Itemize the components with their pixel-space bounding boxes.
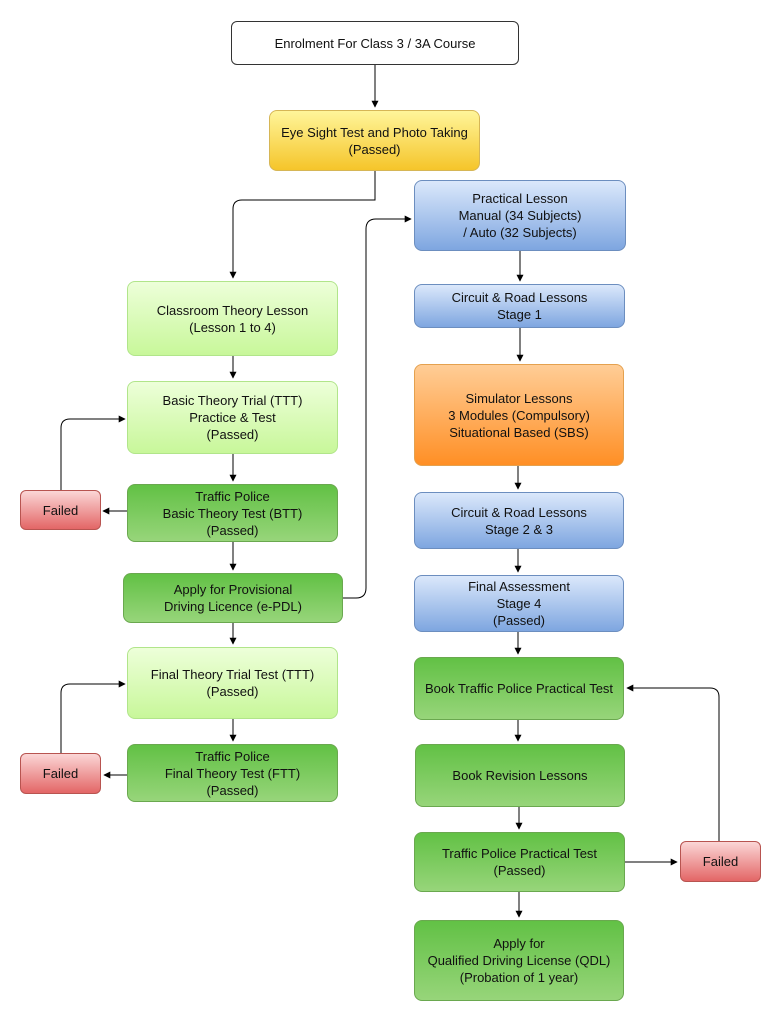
ftt-line-3: (Passed)	[206, 782, 259, 798]
node-practical-test-text: Traffic Police Practical Test (Passed)	[442, 845, 597, 879]
circuit-1-line-2: Stage 1	[497, 307, 542, 322]
node-final-theory-test-text: Traffic Police Final Theory Test (FTT) (…	[165, 748, 300, 799]
node-circuit-stage-1: Circuit & Road Lessons Stage 1	[414, 284, 625, 328]
node-book-practical-test-text: Book Traffic Police Practical Test	[425, 680, 613, 697]
final-assessment-line-2: Stage 4	[496, 596, 542, 611]
node-classroom-theory: Classroom Theory Lesson (Lesson 1 to 4)	[127, 281, 338, 356]
eye-test-line-2: (Passed)	[348, 141, 401, 157]
node-simulator-lessons-text: Simulator Lessons 3 Modules (Compulsory)…	[448, 390, 590, 441]
node-basic-theory-trial-text: Basic Theory Trial (TTT) Practice & Test…	[163, 392, 303, 443]
node-book-practical-test: Book Traffic Police Practical Test	[414, 657, 624, 720]
node-eye-test-text: Eye Sight Test and Photo Taking (Passed)	[281, 124, 468, 158]
node-final-theory-trial: Final Theory Trial Test (TTT) (Passed)	[127, 647, 338, 719]
circuit-1-line-1: Circuit & Road Lessons	[451, 290, 588, 305]
classroom-line-1: Classroom Theory Lesson	[156, 302, 309, 318]
practical-line-1: Practical Lesson	[472, 191, 568, 206]
book-test-line-1: Book Traffic Police Practical Test	[424, 681, 614, 696]
classroom-line-2: (Lesson 1 to 4)	[189, 319, 276, 335]
node-provisional-licence: Apply for Provisional Driving Licence (e…	[123, 573, 343, 623]
node-classroom-theory-text: Classroom Theory Lesson (Lesson 1 to 4)	[157, 302, 309, 336]
qdl-line-2: Qualified Driving License (QDL)	[427, 953, 611, 968]
btt-line-1: Traffic Police	[195, 488, 270, 504]
practical-test-line-1: Traffic Police Practical Test	[441, 846, 598, 861]
btt-line-2: Basic Theory Test (BTT)	[162, 505, 303, 521]
ftt-line-2: Final Theory Test (FTT)	[164, 765, 301, 781]
node-failed-practical-text: Failed	[703, 853, 738, 870]
final-assessment-line-1: Final Assessment	[468, 579, 570, 594]
enrolment-line-1: Enrolment For Class 3 / 3A Course	[274, 35, 476, 51]
final-trial-line-2: (Passed)	[206, 684, 259, 699]
node-circuit-stage-2-3-text: Circuit & Road Lessons Stage 2 & 3	[451, 504, 587, 538]
node-provisional-licence-text: Apply for Provisional Driving Licence (e…	[164, 581, 302, 615]
circuit-23-line-2: Stage 2 & 3	[485, 521, 553, 537]
final-trial-line-1: Final Theory Trial Test (TTT)	[150, 667, 315, 682]
basic-trial-line-2: Practice & Test	[189, 410, 276, 425]
edge-failed-3-to-book-test	[626, 684, 720, 841]
ftt-line-1: Traffic Police	[195, 748, 270, 764]
edge-eye-test-to-classroom	[229, 171, 376, 279]
final-assessment-line-3: (Passed)	[492, 613, 546, 628]
failed-3-line-1: Failed	[702, 854, 739, 869]
edge-failed-1-to-basic-trial	[60, 415, 126, 490]
epdl-line-2: Driving Licence (e-PDL)	[164, 599, 302, 614]
node-final-theory-test: Traffic Police Final Theory Test (FTT) (…	[127, 744, 338, 802]
node-practical-lesson-text: Practical Lesson Manual (34 Subjects) / …	[459, 190, 582, 241]
revision-line-1: Book Revision Lessons	[452, 768, 588, 783]
node-circuit-stage-2-3: Circuit & Road Lessons Stage 2 & 3	[414, 492, 624, 549]
failed-2-line-1: Failed	[42, 766, 79, 781]
node-failed-final: Failed	[20, 753, 101, 794]
node-failed-practical: Failed	[680, 841, 761, 882]
node-practical-lesson: Practical Lesson Manual (34 Subjects) / …	[414, 180, 626, 251]
node-failed-final-text: Failed	[43, 765, 78, 782]
node-book-revision-lessons-text: Book Revision Lessons	[452, 767, 587, 784]
node-simulator-lessons: Simulator Lessons 3 Modules (Compulsory)…	[414, 364, 624, 466]
node-enrolment: Enrolment For Class 3 / 3A Course	[231, 21, 519, 65]
node-final-assessment-text: Final Assessment Stage 4 (Passed)	[468, 578, 570, 629]
simulator-line-3: Situational Based (SBS)	[449, 424, 589, 440]
node-circuit-stage-1-text: Circuit & Road Lessons Stage 1	[452, 289, 588, 323]
btt-line-3: (Passed)	[206, 522, 259, 538]
epdl-line-1: Apply for Provisional	[173, 582, 293, 597]
practical-line-2: Manual (34 Subjects)	[458, 208, 582, 223]
node-qualified-licence: Apply for Qualified Driving License (QDL…	[414, 920, 624, 1001]
basic-trial-line-1: Basic Theory Trial (TTT)	[162, 393, 303, 408]
node-practical-test: Traffic Police Practical Test (Passed)	[414, 832, 625, 892]
basic-trial-line-3: (Passed)	[206, 427, 259, 442]
practical-test-line-2: (Passed)	[493, 863, 546, 878]
failed-1-line-1: Failed	[42, 502, 79, 518]
circuit-23-line-1: Circuit & Road Lessons	[451, 504, 587, 520]
node-basic-theory-trial: Basic Theory Trial (TTT) Practice & Test…	[127, 381, 338, 454]
node-book-revision-lessons: Book Revision Lessons	[415, 744, 625, 807]
node-basic-theory-test-text: Traffic Police Basic Theory Test (BTT) (…	[163, 488, 303, 539]
simulator-line-2: 3 Modules (Compulsory)	[448, 407, 590, 423]
node-basic-theory-test: Traffic Police Basic Theory Test (BTT) (…	[127, 484, 338, 542]
simulator-line-1: Simulator Lessons	[465, 390, 573, 406]
edge-epdl-to-practical	[343, 215, 412, 599]
node-failed-basic-text: Failed	[43, 502, 78, 519]
practical-line-3: / Auto (32 Subjects)	[463, 225, 577, 240]
eye-test-line-1: Eye Sight Test and Photo Taking	[281, 124, 468, 140]
node-qualified-licence-text: Apply for Qualified Driving License (QDL…	[428, 935, 611, 986]
node-failed-basic: Failed	[20, 490, 101, 530]
node-final-assessment: Final Assessment Stage 4 (Passed)	[414, 575, 624, 632]
edge-failed-2-to-final-trial	[60, 680, 126, 753]
qdl-line-1: Apply for	[493, 936, 545, 951]
node-eye-test: Eye Sight Test and Photo Taking (Passed)	[269, 110, 480, 171]
node-final-theory-trial-text: Final Theory Trial Test (TTT) (Passed)	[151, 666, 315, 700]
qdl-line-3: (Probation of 1 year)	[459, 970, 579, 985]
node-enrolment-text: Enrolment For Class 3 / 3A Course	[275, 35, 476, 52]
